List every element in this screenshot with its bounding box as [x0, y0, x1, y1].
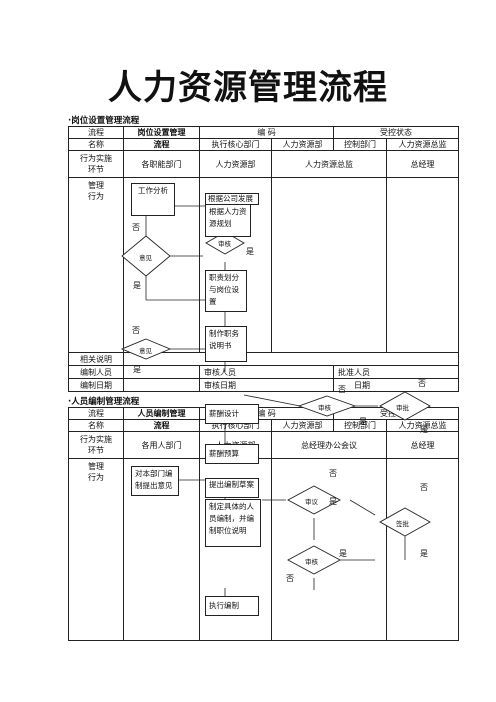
- cell: 总经理: [386, 150, 460, 178]
- execute-box: 执行编制: [205, 596, 259, 616]
- cell: 管理行为: [68, 177, 124, 353]
- staffing-plan-box: 制定具体的人员编制，并编制职位说明: [205, 499, 261, 547]
- yes-label: 是: [246, 247, 254, 256]
- yes-label: 是: [359, 417, 367, 426]
- cell: 审核日期: [198, 378, 335, 392]
- staffing-flow-table: 流程 人员编制管理 编 码 受控状态 名称 流程 执行核心部门 人力资源部 控制…: [68, 407, 460, 641]
- no-label: 否: [286, 574, 294, 583]
- cell: 编制日期: [68, 378, 124, 392]
- cell: [270, 458, 388, 641]
- position-flow-table: 流程 岗位设置管理 编 码 受控状态 名称 流程 执行核心部门 人力资源部 控制…: [68, 126, 460, 392]
- cell: 日期: [333, 378, 460, 392]
- review-diamond-s2: [287, 545, 341, 575]
- sign-label: 签批: [396, 520, 409, 528]
- section-heading-staffing: ·人员编制管理流程: [68, 397, 140, 407]
- no-label: 否: [132, 326, 140, 335]
- no-label: 否: [420, 483, 428, 492]
- cell: 人力资源总监: [270, 150, 388, 178]
- cell: 行为实施环节: [68, 150, 124, 178]
- dept-opinion-box: 对本部门编制提出意见: [131, 466, 179, 496]
- opinion-diamond-2: [120, 338, 172, 360]
- no-label: 否: [329, 469, 337, 478]
- discuss-label: 审议: [305, 498, 318, 506]
- hr-plan-box: 根据人力资源规划: [205, 205, 251, 237]
- discuss-diamond: [287, 485, 341, 515]
- section-heading-position: ·岗位设置管理流程: [68, 116, 140, 126]
- review-diamond-bottom: [297, 395, 357, 417]
- sign-diamond: [379, 507, 431, 537]
- approve-label: 审批: [396, 404, 409, 412]
- yes-label: 是: [133, 365, 141, 374]
- review-diamond: [205, 231, 245, 255]
- yes-label: 是: [339, 549, 347, 558]
- no-label: 否: [418, 379, 426, 388]
- opinion-label-2: 意见: [139, 347, 152, 355]
- cell: [270, 177, 388, 353]
- yes-label: 是: [420, 549, 428, 558]
- yes-label: 是: [133, 281, 141, 290]
- company-development-box: 根据公司发展: [205, 193, 259, 205]
- salary-budget-box: 薪酬预算: [205, 444, 259, 464]
- cell: [386, 458, 460, 641]
- page-title: 人力资源管理流程: [108, 68, 388, 108]
- cell: 各职能部门: [123, 150, 200, 178]
- no-label: 否: [338, 385, 346, 394]
- approve-diamond: [379, 391, 431, 421]
- no-label: 否: [132, 223, 140, 232]
- salary-design-box: 薪酬设计: [205, 404, 259, 424]
- job-analysis-box: 工作分析: [131, 183, 175, 216]
- review-label-bottom: 审核: [318, 404, 331, 412]
- duty-division-box: 职责划分与岗位设置: [205, 270, 247, 312]
- yes-label: 是: [420, 425, 428, 434]
- opinion-diamond: [121, 235, 171, 277]
- cell: [386, 177, 460, 353]
- job-description-box: 制作职务说明书: [205, 326, 247, 362]
- review-label: 审核: [218, 240, 231, 248]
- draft-box: 提出编制草案: [205, 478, 259, 498]
- yes-label: 是: [329, 497, 337, 506]
- opinion-label: 意见: [139, 254, 152, 262]
- review-label-s2: 审核: [305, 558, 318, 566]
